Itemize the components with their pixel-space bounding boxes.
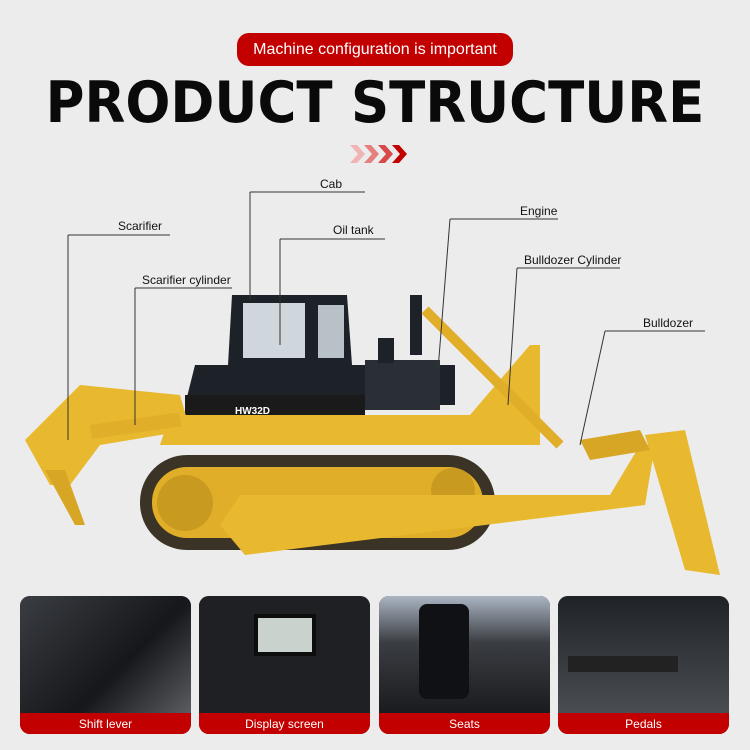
display-screen-photo: [199, 596, 370, 713]
feature-label: Shift lever: [20, 713, 191, 734]
pedals-photo: [558, 596, 729, 713]
chevrons-icon: [350, 145, 407, 163]
callout-engine: Engine: [520, 204, 558, 218]
model-label: HW32D: [235, 406, 270, 417]
seats-photo: [379, 596, 550, 713]
feature-card-pedals: Pedals: [558, 596, 729, 734]
callout-scarifier: Scarifier: [118, 219, 163, 233]
feature-card-seats: Seats: [379, 596, 550, 734]
feature-label: Pedals: [558, 713, 729, 734]
callout-bulldozer-cylinder: Bulldozer Cylinder: [524, 253, 622, 267]
feature-card-display-screen: Display screen: [199, 596, 370, 734]
callout-scarifier-cylinder: Scarifier cylinder: [142, 273, 231, 287]
feature-card-shift-lever: Shift lever: [20, 596, 191, 734]
feature-label: Seats: [379, 713, 550, 734]
bulldozer-illustration: HW32D: [25, 191, 720, 575]
callout-bulldozer: Bulldozer: [643, 316, 694, 330]
callout-oil-tank: Oil tank: [333, 223, 374, 237]
page-title: PRODUCT STRUCTURE: [45, 70, 705, 136]
shift-lever-photo: [20, 596, 191, 713]
callout-cab: Cab: [320, 177, 343, 191]
feature-label: Display screen: [199, 713, 370, 734]
tagline-badge: Machine configuration is important: [237, 33, 513, 66]
